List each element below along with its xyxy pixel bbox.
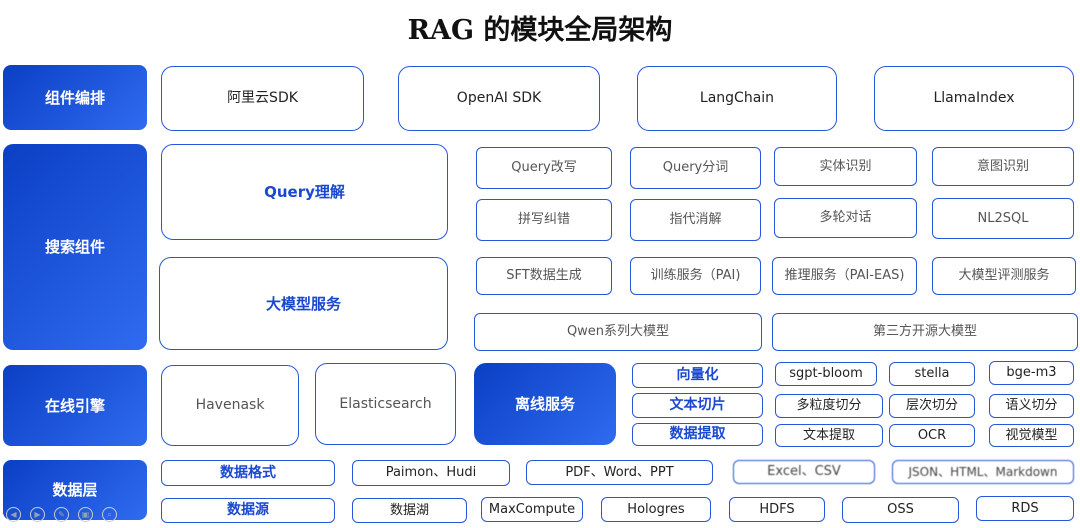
box-spell-check: 拼写纠错 [476,199,612,241]
box-text-chunking: 文本切片 [632,393,763,418]
box-training-service: 训练服务（PAI) [630,257,761,295]
box-llamaindex: LlamaIndex [874,66,1074,131]
box-rds: RDS [976,496,1074,521]
box-json-html-md: JSON、HTML、Markdown [892,460,1074,484]
box-llm-eval: 大模型评测服务 [932,257,1076,295]
box-data-source: 数据源 [161,498,335,523]
box-pdf-word-ppt: PDF、Word、PPT [526,460,713,485]
box-stella: stella [889,362,975,386]
box-opensource-models: 第三方开源大模型 [772,313,1078,351]
pen-icon[interactable]: ✎ [54,507,69,522]
box-bge-m3: bge-m3 [989,361,1074,385]
header-search: 搜索组件 [3,144,147,350]
header-offline-service: 离线服务 [474,363,616,445]
box-data-extraction: 数据提取 [632,423,763,446]
box-coreference: 指代消解 [630,199,761,241]
box-llm-service: 大模型服务 [159,257,448,350]
box-ocr: OCR [889,424,975,447]
presentation-toolbar: ◀ ▶ ✎ ▣ ⌕ [6,507,117,522]
header-online-engine: 在线引擎 [3,365,147,446]
save-icon[interactable]: ▣ [78,507,93,522]
box-inference-service: 推理服务（PAI-EAS) [772,257,917,295]
next-icon[interactable]: ▶ [30,507,45,522]
box-vectorization: 向量化 [632,363,763,388]
header-data-layer: 数据层 [3,460,147,520]
box-hologres: Hologres [601,497,711,522]
box-query-rewrite: Query改写 [476,147,612,189]
box-multi-granularity: 多粒度切分 [775,394,883,418]
box-qwen-models: Qwen系列大模型 [474,313,762,351]
box-aliyun-sdk: 阿里云SDK [161,66,364,131]
box-text-extract: 文本提取 [775,424,883,447]
box-data-lake: 数据湖 [352,498,467,523]
box-sgpt-bloom: sgpt-bloom [775,362,877,386]
box-hdfs: HDFS [729,497,825,522]
header-orchestration: 组件编排 [3,65,147,130]
box-hierarchical: 层次切分 [889,394,975,418]
box-langchain: LangChain [637,66,837,131]
box-entity-recognition: 实体识别 [774,147,917,186]
prev-icon[interactable]: ◀ [6,507,21,522]
box-oss: OSS [842,497,959,523]
box-sft-data: SFT数据生成 [476,257,612,295]
box-nl2sql: NL2SQL [932,198,1074,239]
box-query-tokenize: Query分词 [630,147,761,189]
box-multi-turn: 多轮对话 [774,198,917,238]
page-title: RAG 的模块全局架构 [407,15,673,46]
box-query-understanding: Query理解 [161,144,448,240]
box-paimon-hudi: Paimon、Hudi [352,460,510,486]
box-semantic: 语义切分 [989,394,1074,418]
box-maxcompute: MaxCompute [481,497,583,522]
box-vision-model: 视觉模型 [989,424,1074,447]
box-data-format: 数据格式 [161,460,335,486]
box-elasticsearch: Elasticsearch [315,363,456,445]
box-openai-sdk: OpenAI SDK [398,66,600,131]
zoom-icon[interactable]: ⌕ [102,507,117,522]
box-intent-recognition: 意图识别 [932,147,1074,186]
box-excel-csv: Excel、CSV [733,460,875,484]
box-havenask: Havenask [161,365,299,446]
